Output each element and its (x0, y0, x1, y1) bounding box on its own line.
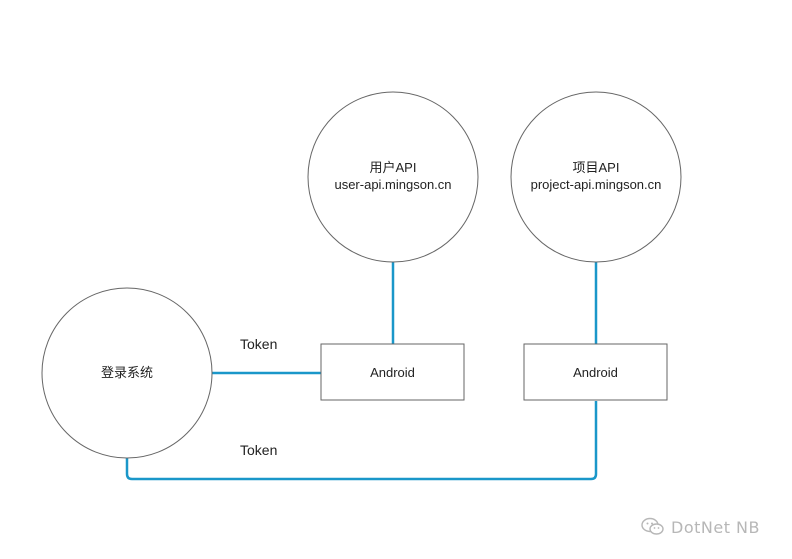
project-api-node: 项目API project-api.mingson.cn (510, 91, 682, 263)
user-api-host: user-api.mingson.cn (334, 177, 451, 192)
watermark: DotNet NB (641, 514, 760, 540)
token-label-bottom: Token (240, 442, 277, 458)
android-left-node: Android (320, 343, 465, 401)
project-api-title: 项目API (573, 160, 620, 175)
android-left-label: Android (370, 365, 415, 380)
user-api-node: 用户API user-api.mingson.cn (307, 91, 479, 263)
android-right-label: Android (573, 365, 618, 380)
login-system-label: 登录系统 (101, 365, 153, 380)
wechat-icon (641, 517, 665, 537)
connector-login-to-android-right (125, 401, 598, 481)
token-label-top: Token (240, 336, 277, 352)
android-right-node: Android (523, 343, 668, 401)
login-system-node: 登录系统 (41, 287, 213, 459)
user-api-title: 用户API (370, 160, 417, 175)
watermark-text: DotNet NB (671, 517, 760, 537)
project-api-host: project-api.mingson.cn (531, 177, 662, 192)
